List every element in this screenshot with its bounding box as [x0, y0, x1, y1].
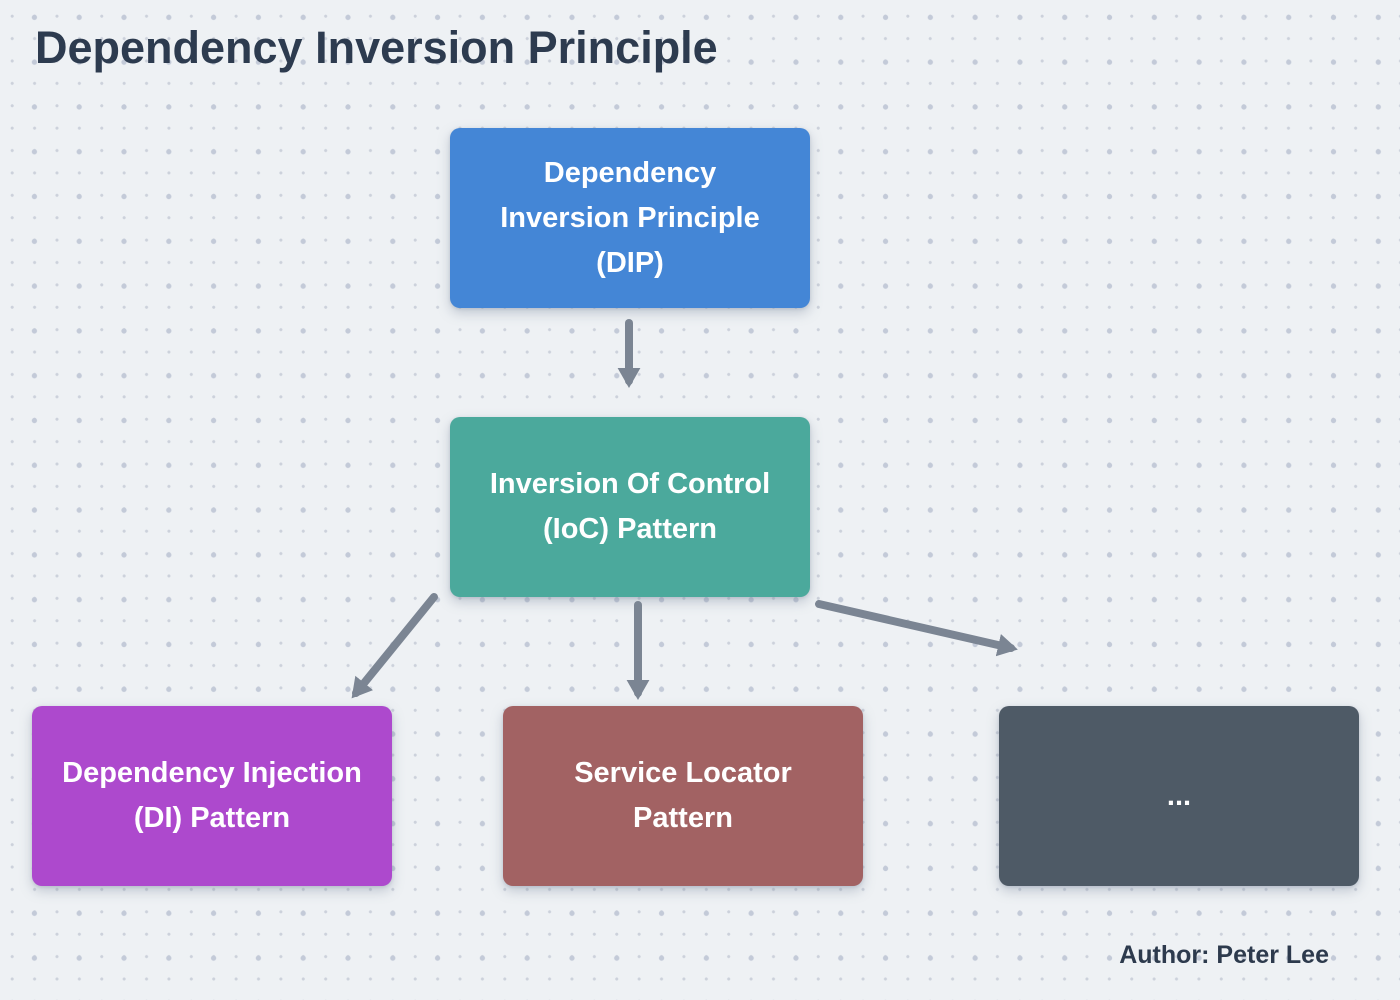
node-di-label: Dependency Injection (DI) Pattern: [62, 757, 362, 834]
node-dependency-inversion-principle: Dependency Inversion Principle (DIP): [450, 128, 810, 308]
arrow-ioc-to-di: [351, 593, 438, 699]
node-service-locator: Service Locator Pattern: [503, 706, 863, 886]
node-dip-label: Dependency Inversion Principle (DIP): [500, 156, 760, 279]
node-dependency-injection: Dependency Injection (DI) Pattern: [32, 706, 392, 886]
node-more-ellipsis: ...: [999, 706, 1359, 886]
node-more-label: ...: [1166, 779, 1192, 812]
node-ioc-label: Inversion Of Control (IoC) Pattern: [489, 468, 771, 545]
author-credit: Author: Peter Lee: [1119, 941, 1329, 969]
page-title: Dependency Inversion Principle: [35, 22, 718, 73]
arrow-ioc-to-more: [815, 600, 1018, 657]
node-sl-label: Service Locator Pattern: [574, 757, 792, 834]
node-inversion-of-control: Inversion Of Control (IoC) Pattern: [450, 417, 810, 597]
